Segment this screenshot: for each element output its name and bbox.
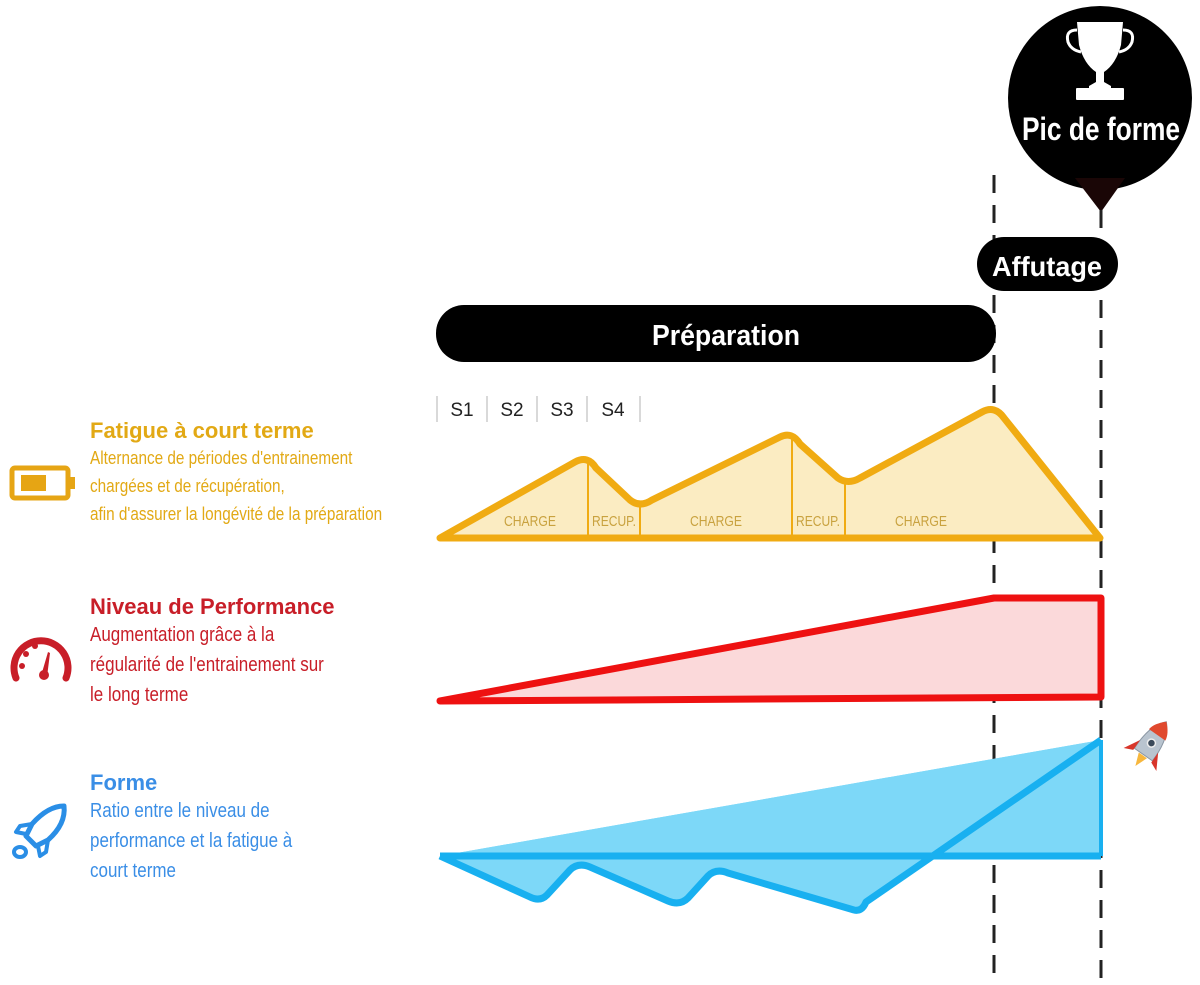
week-ticks <box>436 396 641 422</box>
speedometer-icon <box>8 632 74 687</box>
fatigue-desc-line: afin d'assurer la longévité de la prépar… <box>90 504 383 524</box>
preparation-label: Préparation <box>652 320 800 352</box>
segment-label: RECUP. <box>796 513 840 530</box>
week-label: S3 <box>550 400 573 421</box>
forme-legend: Forme Ratio entre le niveau de performan… <box>90 770 328 886</box>
week-labels: S1 S2 S3 S4 <box>450 400 625 421</box>
forme-desc-line: court terme <box>90 860 176 882</box>
forme-title: Forme <box>90 770 158 795</box>
performance-title: Niveau de Performance <box>90 594 335 619</box>
peak-form-badge: Pic de forme <box>1008 6 1192 212</box>
performance-legend: Niveau de Performance Augmentation grâce… <box>90 594 365 710</box>
fatigue-curve: CHARGE RECUP. CHARGE RECUP. CHARGE <box>436 406 1104 542</box>
segment-label: CHARGE <box>504 513 556 530</box>
rocket-icon <box>8 800 72 869</box>
rocket-emoji-icon <box>1123 721 1168 771</box>
preparation-phase-pill: Préparation <box>436 305 996 362</box>
fatigue-title: Fatigue à court terme <box>90 418 314 443</box>
week-label: S1 <box>450 400 473 421</box>
forme-curve <box>438 737 1103 914</box>
performance-desc-line: régularité de l'entrainement sur <box>90 654 324 676</box>
segment-label: RECUP. <box>592 513 636 530</box>
performance-desc-line: Augmentation grâce à la <box>90 624 275 646</box>
peak-form-label: Pic de forme <box>1022 111 1180 147</box>
forme-desc-line: performance et la fatigue à <box>90 830 293 852</box>
week-label: S4 <box>601 400 625 421</box>
battery-icon <box>9 465 77 506</box>
segment-label: CHARGE <box>895 513 947 530</box>
fatigue-legend: Fatigue à court terme Alternance de péri… <box>90 418 434 528</box>
performance-curve <box>436 594 1105 705</box>
trophy-icon <box>1065 22 1135 100</box>
taper-phase-pill: Affutage <box>977 237 1118 291</box>
fatigue-desc-line: Alternance de périodes d'entrainement <box>90 448 353 468</box>
segment-label: CHARGE <box>690 513 742 530</box>
taper-label: Affutage <box>992 251 1102 282</box>
fatigue-desc-line: chargées et de récupération, <box>90 476 285 496</box>
performance-desc-line: le long terme <box>90 684 189 706</box>
week-label: S2 <box>500 400 523 421</box>
forme-desc-line: Ratio entre le niveau de <box>90 800 270 822</box>
